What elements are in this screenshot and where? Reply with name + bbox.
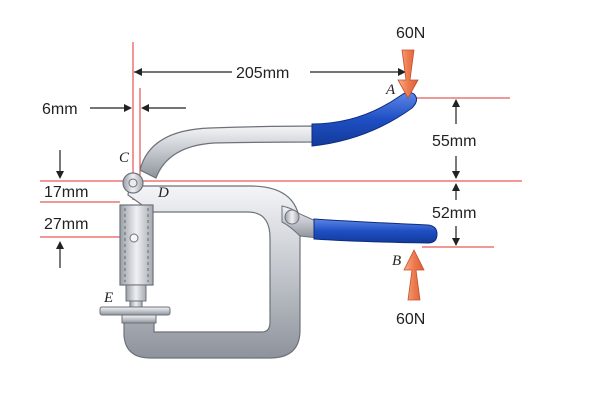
label-6mm: 6mm xyxy=(42,101,78,118)
force-arrow-top xyxy=(397,49,419,99)
label-55mm: 55mm xyxy=(432,133,476,150)
dimension-arrows xyxy=(56,68,460,268)
force-arrow-bottom xyxy=(403,249,425,301)
force-arrows xyxy=(397,49,425,301)
dim-6-head-left xyxy=(124,104,132,112)
dim-205-head-left xyxy=(134,68,142,76)
c-frame xyxy=(123,185,319,359)
label-52mm: 52mm xyxy=(432,205,476,222)
lower-handle-grip xyxy=(313,218,438,244)
label-force-top: 60N xyxy=(396,25,425,42)
point-label-c: C xyxy=(119,150,130,166)
lower-handle xyxy=(313,218,438,244)
anvil-base xyxy=(121,314,157,324)
dim-52-head-bottom xyxy=(452,238,460,246)
point-labels: A B C D E xyxy=(103,82,401,306)
point-label-a: A xyxy=(385,82,396,98)
dim-205-head-right xyxy=(398,68,406,76)
label-27mm: 27mm xyxy=(44,216,88,233)
jaw-pivot xyxy=(284,209,300,225)
upper-handle-metal xyxy=(139,125,319,179)
label-17mm: 17mm xyxy=(44,184,88,201)
point-label-d: D xyxy=(157,185,169,201)
pivot-c-hole xyxy=(128,178,138,188)
dim-55-head-bottom xyxy=(452,171,460,179)
dimension-labels: 205mm 6mm 55mm 52mm 17mm 27mm 60N 60N xyxy=(42,25,476,328)
plunger-column xyxy=(99,172,171,324)
upper-handle xyxy=(139,91,418,179)
label-force-bottom: 60N xyxy=(396,311,425,328)
upper-handle-grip xyxy=(311,91,418,147)
dim-17-arrow-top-head xyxy=(56,171,64,179)
point-label-b: B xyxy=(392,253,401,269)
dim-52-head-top xyxy=(452,183,460,191)
anvil-plate xyxy=(99,306,171,316)
point-label-e: E xyxy=(103,290,113,306)
dim-6-head-right xyxy=(141,104,149,112)
label-205mm: 205mm xyxy=(236,65,289,82)
c-frame-outline xyxy=(123,185,301,359)
plunger-rod xyxy=(125,284,147,302)
dim-27-arrow-bottom-head xyxy=(56,241,64,249)
plunger-pin xyxy=(129,233,139,243)
dim-55-head-top xyxy=(452,99,460,107)
